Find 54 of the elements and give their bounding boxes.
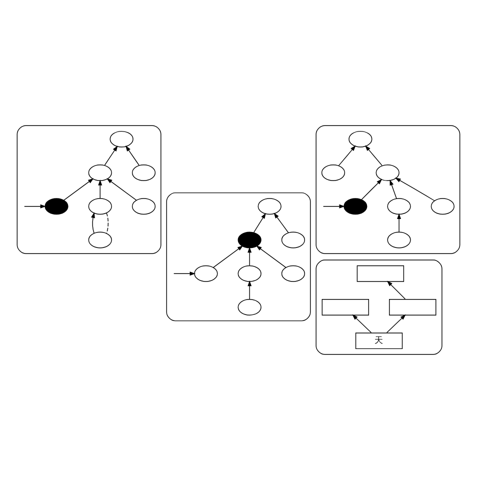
arrow [352,314,372,333]
node-box [322,299,369,316]
arrow [91,212,95,234]
node-ellipse [387,198,411,215]
arrow [64,178,94,201]
arrow [248,246,252,266]
arrow [126,146,140,166]
node-ellipse [132,164,156,181]
node-ellipse [132,198,156,215]
arrow [213,245,244,268]
node-ellipse [238,265,262,282]
arrow [173,272,196,276]
connector [106,212,109,234]
node-box [389,299,436,316]
node-ellipse [88,198,112,215]
node-ellipse [88,164,112,181]
node-ellipse [88,232,112,248]
arrow [386,280,406,300]
arrow [361,178,382,200]
node-ellipse [387,232,411,248]
cluster [316,260,442,355]
node-ellipse [110,130,134,148]
arrow [394,178,435,202]
node-ellipse [430,198,454,215]
node-ellipse [194,265,218,282]
node-ellipse [321,164,346,181]
node-ellipse [258,198,282,215]
node-ellipse [281,232,305,248]
node-ellipse [281,265,305,282]
node-ellipse [238,299,262,316]
arrow [253,213,266,233]
arrow [397,213,402,232]
arrow [365,145,382,166]
arrow [256,245,286,268]
arrow [106,178,137,201]
node-ellipse [348,130,372,148]
arrow [24,204,46,208]
node-ellipse [238,232,262,248]
node-ellipse [344,198,368,215]
arrow [98,180,102,199]
arrow [386,314,406,333]
arrow [274,212,289,234]
arrow [390,180,397,199]
arrow [322,204,345,208]
cluster [316,125,460,254]
cluster [16,125,162,254]
arrow [248,280,252,300]
node-box: 天 [355,332,403,350]
cluster [166,192,311,322]
node-ellipse [376,164,400,181]
node-ellipse [44,198,68,215]
node-box [356,265,404,282]
arrow [338,145,356,166]
arrow [104,146,118,166]
